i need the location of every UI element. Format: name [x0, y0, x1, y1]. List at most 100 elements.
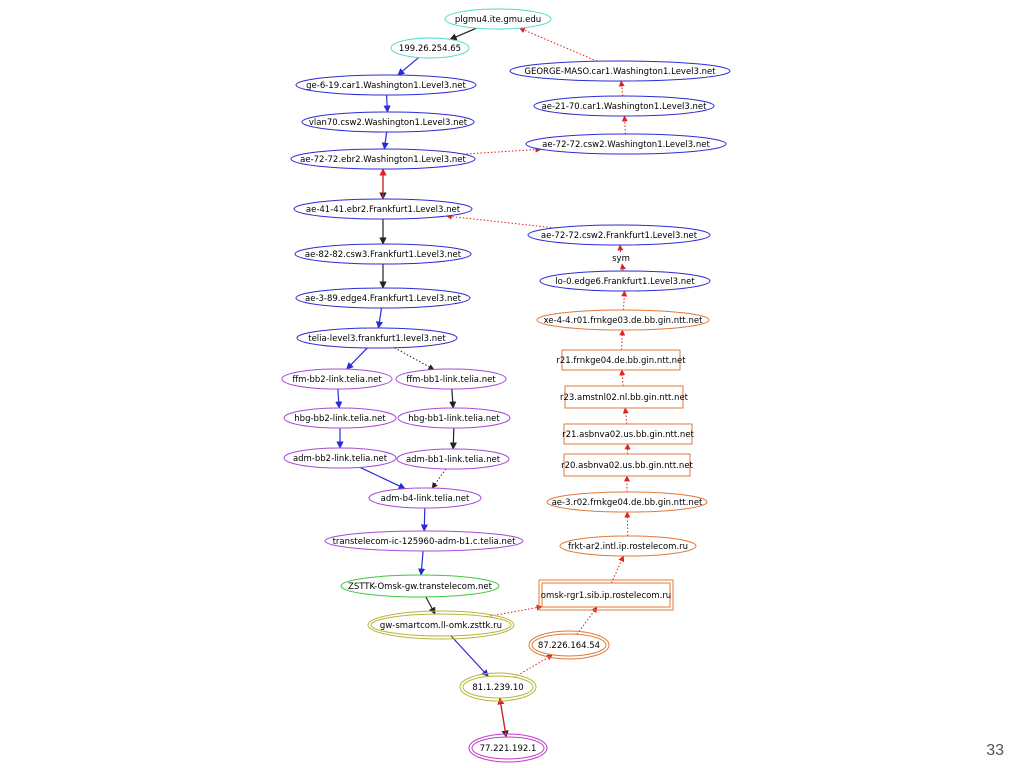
- node-shape: [324, 530, 524, 552]
- edge-n34-n33: [624, 511, 631, 537]
- node-label: 199.26.254.65: [399, 44, 461, 54]
- node-shape: [533, 95, 715, 117]
- node-shape: [546, 491, 708, 513]
- edge-n31-n30: [622, 407, 629, 425]
- edge-n19-n35: [486, 604, 543, 618]
- node-n22: GEORGE-MASO.car1.Washington1.Level3.net: [509, 60, 731, 82]
- node-shape: [462, 675, 534, 699]
- node-n14: adm-bb2-link.telia.net: [283, 447, 397, 469]
- node-label: GEORGE-MASO.car1.Washington1.Level3.net: [524, 67, 716, 77]
- node-label: adm-b4-link.telia.net: [381, 494, 470, 504]
- node-shape: [281, 368, 393, 390]
- node-label: ae-21-70.car1.Washington1.Level3.net: [542, 102, 708, 112]
- edge-n24-n23: [621, 115, 628, 135]
- node-shape: [563, 453, 691, 477]
- node-n29: r21.frnkge04.de.bb.gin.ntt.net: [556, 349, 686, 371]
- node-shape: [564, 385, 684, 409]
- node-label: 81.1.239.10: [472, 683, 523, 693]
- edge-n9-n10: [346, 347, 368, 370]
- node-shape: [509, 60, 731, 82]
- edge-n36-n35: [576, 606, 598, 635]
- edge-n4-n5: [381, 131, 389, 150]
- node-label: adm-bb1-link.telia.net: [406, 455, 501, 465]
- node-label: ffm-bb1-link.telia.net: [406, 375, 496, 385]
- edge-n15-n16: [431, 468, 447, 489]
- node-n34: frkt-ar2.intl.ip.rostelecom.ru: [559, 535, 697, 557]
- node-label: transtelecom-ic-125960-adm-b1.c.telia.ne…: [333, 537, 516, 547]
- node-n7: ae-82-82.csw3.Frankfurt1.Level3.net: [294, 243, 472, 265]
- node-label: ae-72-72.csw2.Frankfurt1.Level3.net: [541, 231, 698, 241]
- node-label: ae-82-82.csw3.Frankfurt1.Level3.net: [305, 250, 462, 260]
- edge-n10-n12: [335, 388, 343, 409]
- node-label: r23.amstnl02.nl.bb.gin.ntt.net: [560, 393, 689, 403]
- node-label: 87.226.164.54: [538, 641, 600, 651]
- nodes-layer: plgmu4.ite.gmu.edu 199.26.254.65 ge-6-19.c…: [281, 8, 731, 763]
- edge-n14-n16: [359, 466, 406, 490]
- node-shape: [283, 407, 397, 429]
- node-n31: r21.asbnva02.us.bb.gin.ntt.net: [562, 423, 695, 445]
- node-label: telia-level3.frankfurt1.level3.net: [308, 334, 446, 344]
- node-shape: [370, 613, 512, 637]
- node-n24: ae-72-72.csw2.Washington1.Level3.net: [525, 133, 727, 155]
- node-shape: [396, 448, 510, 470]
- node-n27: lo-0.edge6.Frankfurt1.Level3.net: [539, 270, 711, 292]
- edge-n8-n9: [375, 307, 384, 329]
- node-label: ae-3.r02.frnkge04.de.bb.gin.ntt.net: [552, 498, 703, 508]
- node-n5: ae-72-72.ebr2.Washington1.Level3.net: [290, 148, 476, 170]
- node-shape: [397, 407, 511, 429]
- edge-n16-n17: [420, 507, 428, 532]
- node-label: ae-72-72.ebr2.Washington1.Level3.net: [300, 155, 466, 165]
- node-shape: [293, 198, 473, 220]
- node-n16: adm-b4-link.telia.net: [368, 487, 482, 509]
- node-n23: ae-21-70.car1.Washington1.Level3.net: [533, 95, 715, 117]
- node-n9: telia-level3.frankfurt1.level3.net: [296, 327, 458, 349]
- node-n10: ffm-bb2-link.telia.net: [281, 368, 393, 390]
- node-label: hbg-bb1-link.telia.net: [408, 414, 500, 424]
- node-shape: [283, 447, 397, 469]
- node-label: r21.frnkge04.de.bb.gin.ntt.net: [556, 356, 686, 366]
- node-n32: r20.asbnva02.us.bb.gin.ntt.net: [561, 453, 694, 477]
- node-label: ge-6-19.car1.Washington1.Level3.net: [306, 81, 466, 91]
- node-shape: [527, 224, 711, 246]
- edge-n20-n36: [514, 654, 553, 678]
- node-label: hbg-bb2-link.telia.net: [294, 414, 386, 424]
- node-shape: [294, 243, 472, 265]
- node-shape: [296, 327, 458, 349]
- node-outer-ring: [528, 630, 610, 660]
- node-shape: [395, 368, 507, 390]
- node-label: lo-0.edge6.Frankfurt1.Level3.net: [555, 277, 695, 287]
- node-label: adm-bb2-link.telia.net: [293, 454, 388, 464]
- node-label: vlan70.csw2.Washington1.Level3.net: [309, 118, 468, 128]
- node-n28: xe-4-4.r01.frnkge03.de.bb.gin.ntt.net: [536, 309, 710, 331]
- node-n18: ZSTTK-Omsk-gw.transtelecom.net: [340, 574, 500, 598]
- node-shape: [525, 133, 727, 155]
- node-shape: [561, 349, 681, 371]
- node-label: ZSTTK-Omsk-gw.transtelecom.net: [348, 582, 493, 592]
- node-label: xe-4-4.r01.frnkge03.de.bb.gin.ntt.net: [544, 316, 703, 326]
- node-label: ae-3-89.edge4.Frankfurt1.Level3.net: [305, 294, 462, 304]
- node-n2: 199.26.254.65: [390, 37, 470, 59]
- edge-n35-n34: [610, 555, 625, 584]
- edge-n25-n6: [445, 213, 555, 229]
- node-label: sym: [612, 254, 630, 264]
- edge-n5-n24: [462, 146, 542, 155]
- node-n3: ge-6-19.car1.Washington1.Level3.net: [295, 74, 477, 96]
- node-label: r20.asbnva02.us.bb.gin.ntt.net: [561, 461, 693, 471]
- node-label: ae-72-72.csw2.Washington1.Level3.net: [542, 140, 710, 150]
- edge-n2-n3: [397, 57, 419, 76]
- node-shape: [340, 574, 500, 598]
- node-n8: ae-3-89.edge4.Frankfurt1.Level3.net: [295, 287, 471, 309]
- node-n25: ae-72-72.csw2.Frankfurt1.Level3.net: [527, 224, 711, 246]
- node-shape: [559, 535, 697, 557]
- edge-n26-n25: [617, 244, 624, 253]
- node-n33: ae-3.r02.frnkge04.de.bb.gin.ntt.net: [546, 491, 708, 513]
- edge-n28-n27: [621, 290, 628, 311]
- node-n1: plgmu4.ite.gmu.edu: [444, 8, 552, 30]
- edge-n23-n22: [618, 80, 625, 97]
- edge-n17-n18: [417, 550, 426, 576]
- node-shape: [531, 633, 607, 657]
- edge-n27-n26: [620, 263, 626, 272]
- node-shape: [563, 423, 693, 445]
- node-shape: [444, 8, 552, 30]
- edge-n9-n11: [394, 347, 435, 370]
